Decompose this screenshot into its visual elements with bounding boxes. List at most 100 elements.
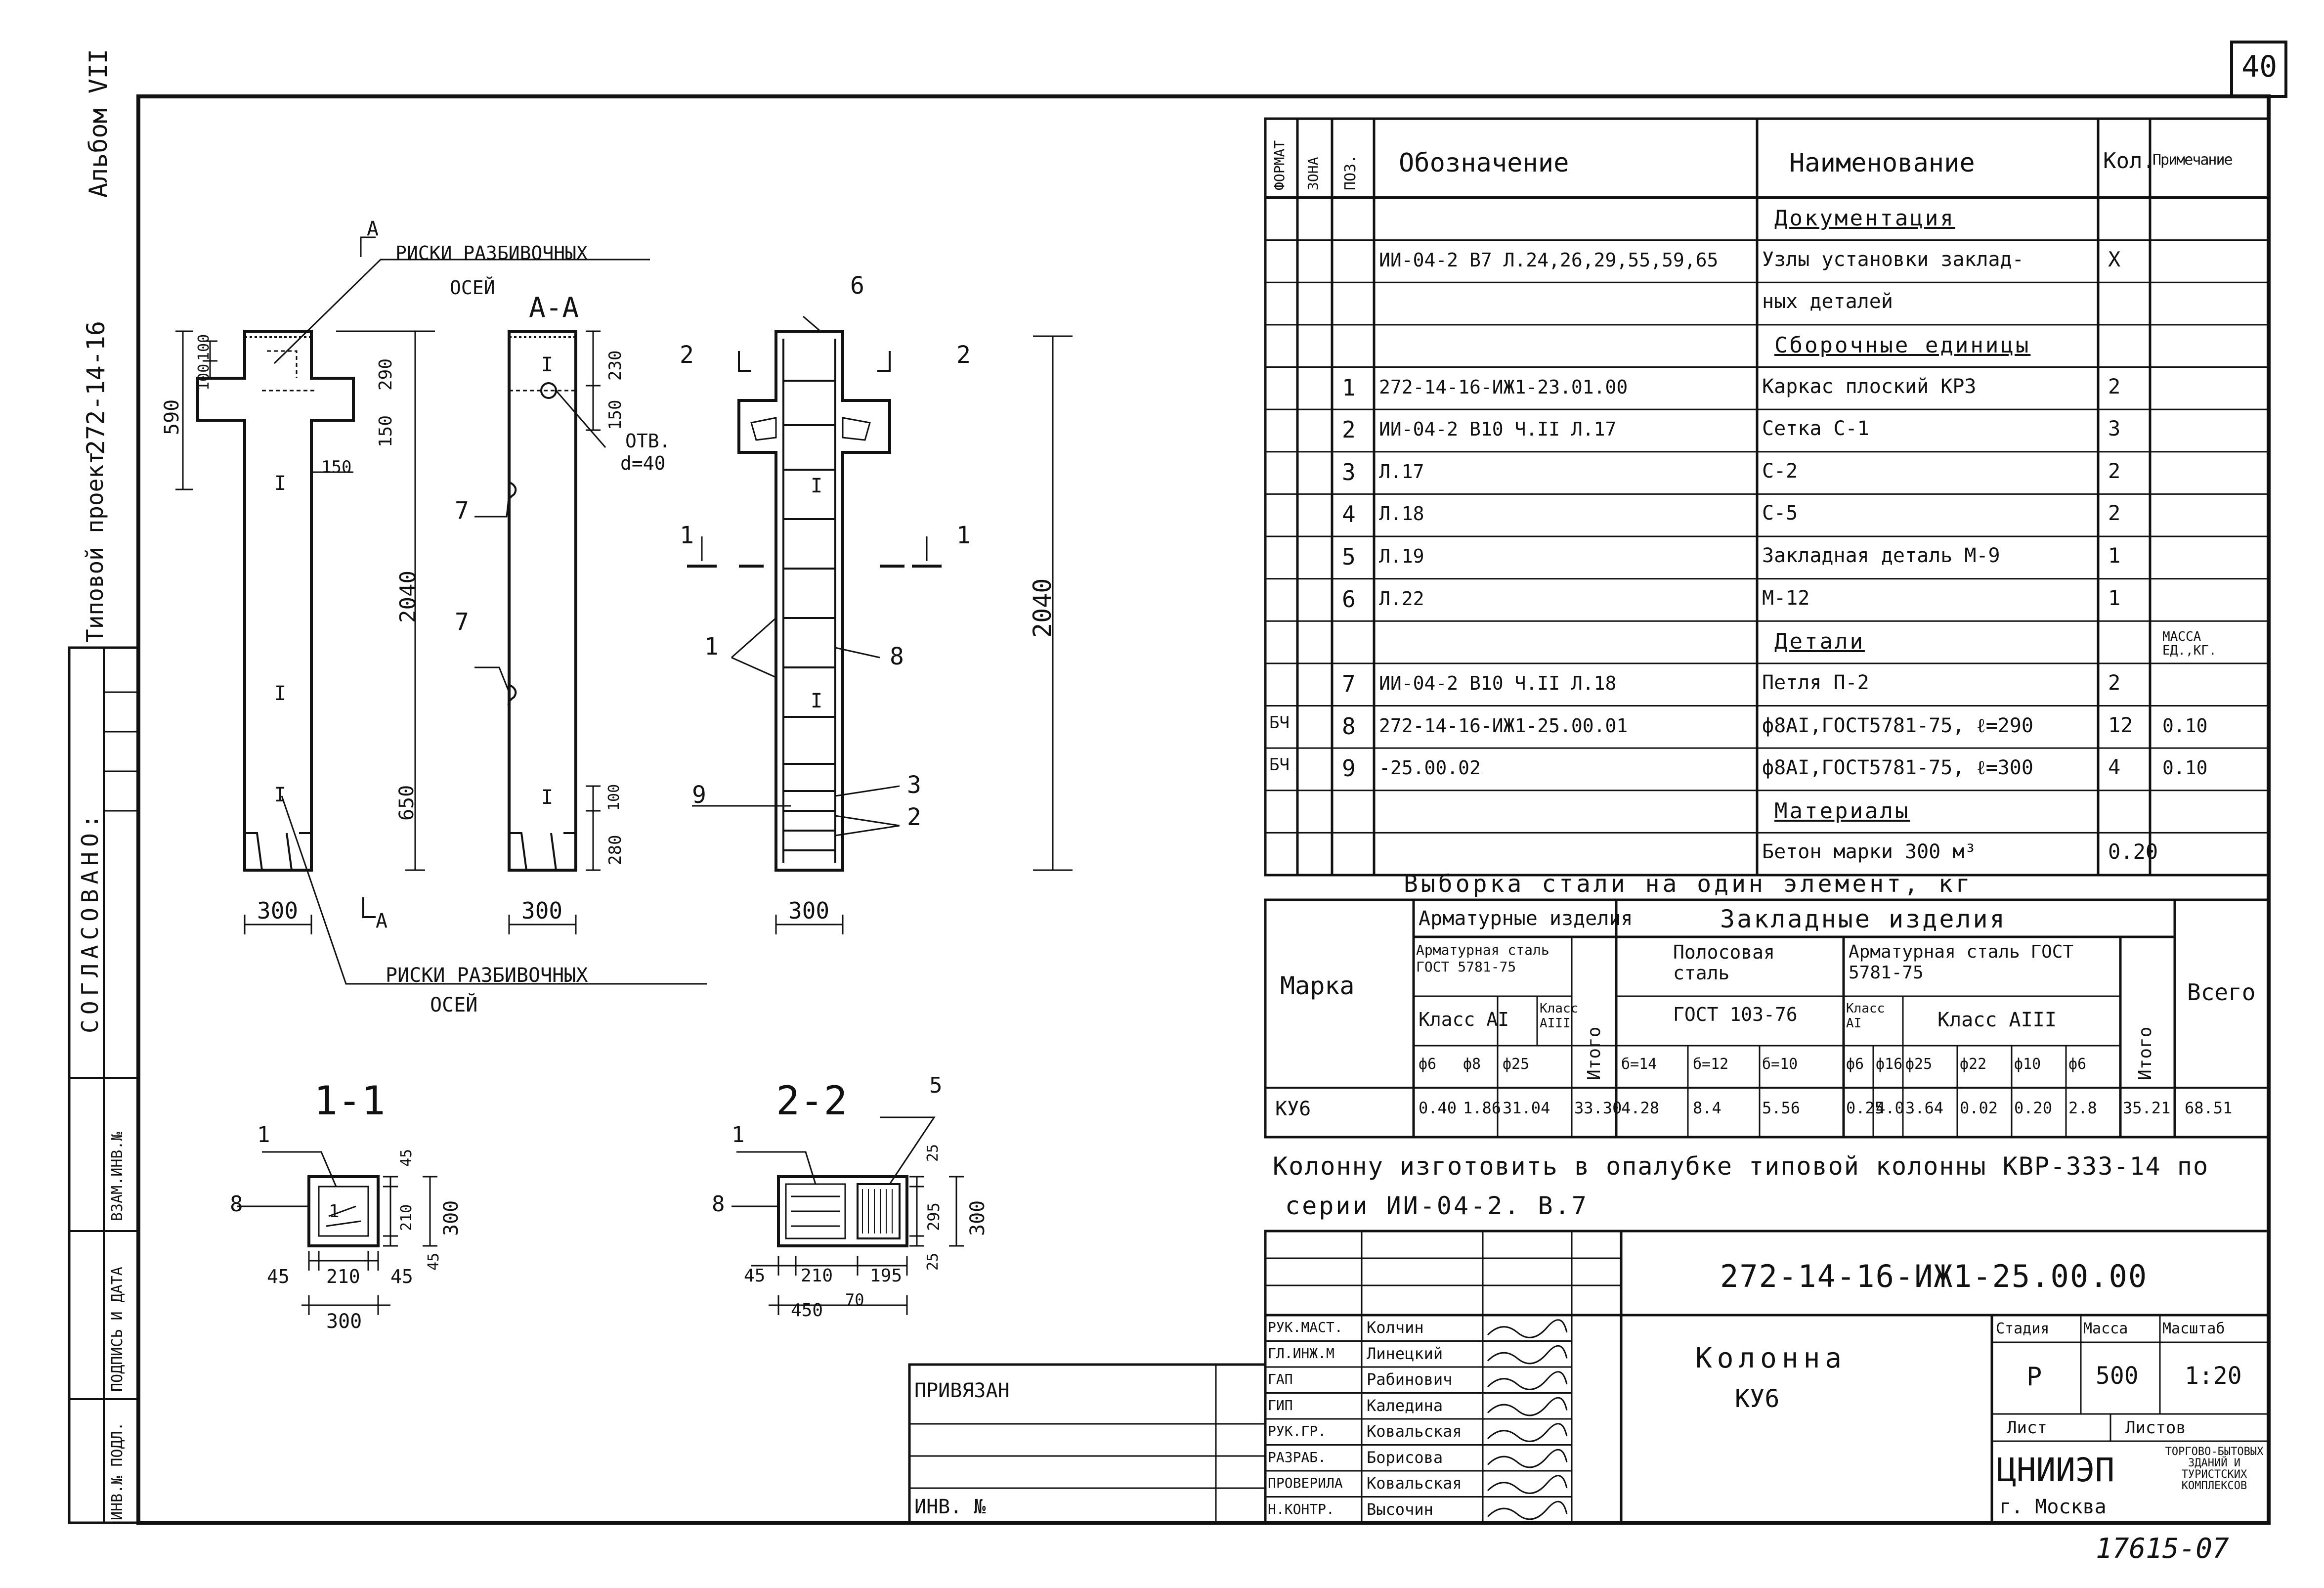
s1-dim-45c: 45 [398,1148,415,1167]
dim-290: 290 [376,358,396,391]
steel-subheader: ф6 [2068,1056,2087,1073]
steel-subheader: ф6 [1419,1056,1437,1073]
s1-dim-300a: 300 [326,1310,362,1333]
tb-role: РУК.МАСТ. [1268,1319,1343,1335]
page-number: 40 [2241,49,2278,84]
spec-row-qty: 12 [2108,712,2133,737]
tb-stage: Р [2026,1362,2042,1392]
spec-row-pos: 9 [1342,755,1356,782]
steel-subheader: ф25 [1905,1056,1933,1073]
spec-h-pos: ПОЗ. [1342,154,1359,190]
spec-row-name: Детали [1774,629,1865,655]
spec-row-pos: 1 [1342,374,1356,401]
tb-person: Колчин [1367,1318,1424,1337]
tb-mass: 500 [2096,1362,2139,1390]
s2-dim-45: 45 [744,1266,766,1286]
signature-scribble [1487,1371,1568,1390]
steel-subheader: б=14 [1621,1056,1657,1073]
s1-dim-210a: 210 [326,1266,360,1287]
pos-7b: 7 [455,608,469,636]
steel-class-aiii2: Класс АIII [1937,1009,2057,1031]
pos-8b: 8 [230,1191,243,1217]
signature-scribble [1487,1345,1568,1365]
s2-dim-295: 295 [924,1202,943,1231]
spec-row-qty: 4 [2108,755,2121,780]
s2-dim-195: 195 [870,1266,903,1286]
section-22-title: 2-2 [776,1078,848,1124]
tb-name-2: КУ6 [1735,1384,1780,1413]
cut-1-left: 1 [680,522,694,549]
spec-row-designation: 272-14-16-ИЖ1-25.00.01 [1379,714,1628,737]
pos-9: 9 [692,781,706,809]
spec-row-name: Каркас плоский КР3 [1762,375,1977,398]
spec-row-name: Узлы установки заклад- [1762,248,2024,271]
spec-row-pos: 3 [1342,458,1356,485]
steel-value: 33.30 [1574,1099,1622,1117]
tb-org-sub: ТОРГОВО-БЫТОВЫХ ЗДАНИЙ И ТУРИСТСКИХ КОМП… [2165,1446,2264,1492]
spec-row-designation: Л.17 [1379,460,1424,483]
pos-6: 6 [850,272,864,300]
tb-sheets-h: Листов [2125,1418,2186,1438]
marks-top-line1: РИСКИ РАЗБИВОЧНЫХ [395,242,588,264]
pos-3: 3 [907,771,921,799]
spec-row-name: М-12 [1762,586,1810,610]
steel-itogo1: Итого [1584,1026,1604,1080]
dim-150c: 150 [605,399,625,430]
axis-mark-7: I [811,690,823,712]
s2-dim-25a: 25 [924,1144,942,1162]
pos-1d: 1 [329,1201,340,1222]
spec-row-name: ф8АI,ГОСТ5781-75, ℓ=300 [1762,756,2033,780]
spec-row-qty: Х [2108,247,2121,271]
opening-label-1: ОТВ. [625,430,671,452]
pos-1c: 1 [732,1122,745,1147]
spec-row-designation: ИИ-04-2 В10 Ч.II Л.18 [1379,672,1617,694]
steel-arm-steel2: Арматурная сталь ГОСТ 5781-75 [1849,942,2074,983]
spec-row-qty: 1 [2108,543,2121,568]
spec-row-name: Закладная деталь М-9 [1762,544,2000,567]
signature-scribble [1487,1319,1568,1338]
dim-100: 100 [195,334,213,361]
tb-mass-h: Масса [2083,1320,2128,1337]
spec-row-name: Материалы [1774,798,1910,824]
dim-150b: 150 [376,415,396,447]
spec-h-designation: Обозначение [1399,148,1569,178]
s2-dim-70: 70 [845,1290,864,1309]
spec-row-name: С-2 [1762,459,1798,483]
spec-row-name: ных деталей [1762,290,1893,313]
dim-100c: 100 [605,784,623,811]
spec-row-pos: 5 [1342,543,1356,570]
steel-embedded: Закладные изделия [1720,905,2007,933]
tb-privyazan: ПРИВЯЗАН [914,1379,1010,1402]
tb-scale: 1:20 [2185,1362,2242,1390]
steel-value: 4.0 [1876,1099,1904,1117]
steel-value: 35.21 [2123,1099,2171,1117]
axis-mark-4: I [541,353,554,376]
steel-subheader: ф10 [2014,1056,2041,1073]
s1-dim-45b: 45 [390,1266,413,1287]
side-project-code: 272-14-16 [82,321,110,455]
pos-1a: 1 [704,633,719,661]
pos-5: 5 [929,1073,943,1098]
spec-row-format: БЧ [1269,712,1290,733]
steel-subheader: ф25 [1503,1056,1530,1073]
spec-row-designation: ИИ-04-2 В7 Л.24,26,29,55,59,65 [1379,249,1719,271]
axis-mark-2: I [274,682,287,705]
spec-h-note: Примечание [2152,151,2233,169]
tb-person: Ковальская [1367,1474,1462,1493]
dim-2040: 2040 [395,571,421,623]
s1-dim-45d: 45 [425,1252,442,1271]
spec-row-format: БЧ [1269,755,1290,775]
dim-2040b: 2040 [1028,578,1057,638]
tb-role: ПРОВЕРИЛА [1268,1475,1343,1491]
steel-subheader: ф6 [1846,1056,1864,1073]
steel-value: 4.28 [1621,1099,1660,1117]
spec-row-name: ф8АI,ГОСТ5781-75, ℓ=290 [1762,714,2033,737]
steel-marka: Марка [1280,971,1355,1000]
tb-role: ГЛ.ИНЖ.М [1268,1345,1334,1362]
steel-vsego: Всего [2187,979,2256,1006]
spec-row-designation: ИИ-04-2 В10 Ч.II Л.17 [1379,418,1617,441]
note-line-1: Колонну изготовить в опалубке типовой ко… [1273,1152,2209,1181]
tb-city: г. Москва [1999,1496,2107,1518]
steel-value: 0.02 [1960,1099,1998,1117]
note-line-2: серии ИИ-04-2. В.7 [1285,1191,1589,1220]
